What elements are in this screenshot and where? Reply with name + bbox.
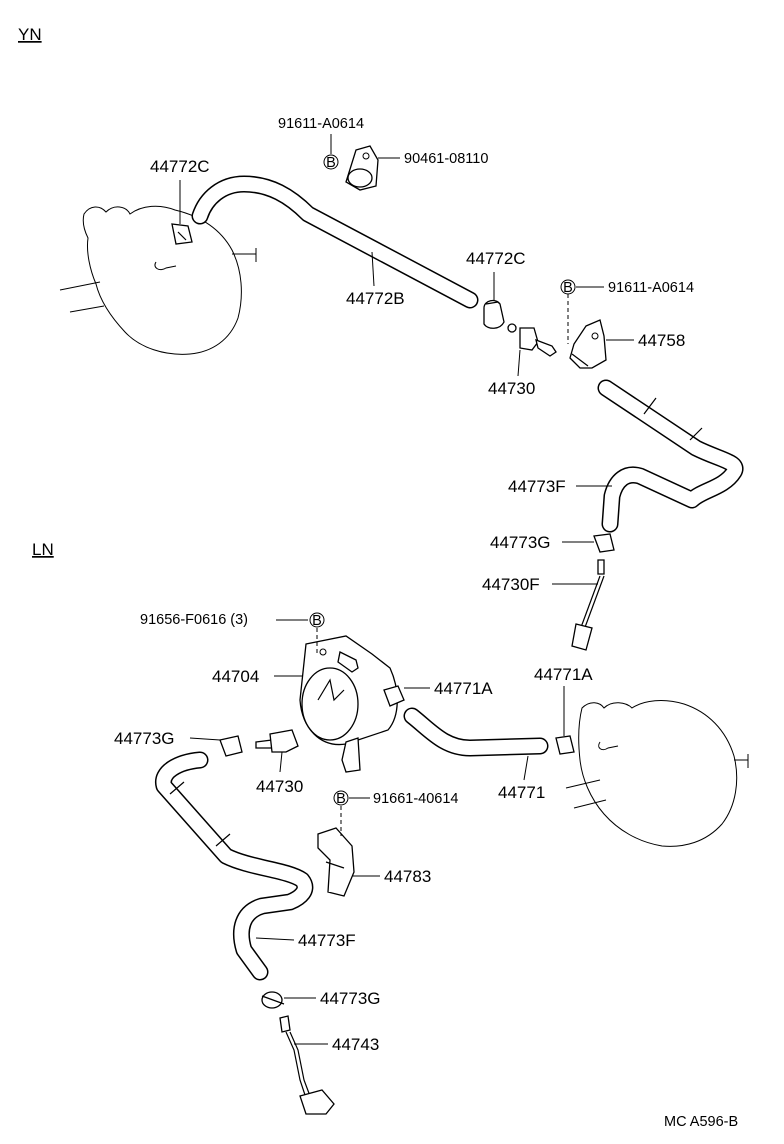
label-44772b: 44772B	[346, 289, 405, 308]
label-91611-top: 91611-A0614	[278, 116, 364, 132]
vacuum-hose-44772b	[191, 175, 479, 309]
diagram-code: MC A596-B	[664, 1114, 738, 1130]
label-90461: 90461-08110	[404, 151, 488, 167]
check-valve-44730-bottom	[255, 729, 299, 753]
label-44730-bottom: 44730	[256, 777, 303, 796]
label-44772c-right: 44772C	[466, 249, 526, 268]
label-44771: 44771	[498, 783, 545, 802]
label-44704: 44704	[212, 667, 259, 686]
label-44730-top: 44730	[488, 379, 535, 398]
bolt-symbol-91611-top: B	[323, 154, 339, 171]
label-44773g-left: 44773G	[114, 729, 175, 748]
hose-44773f-top	[597, 379, 744, 533]
bolt-symbol-91661: B	[333, 790, 349, 807]
label-44758: 44758	[638, 331, 685, 350]
label-44773g-bottom: 44773G	[320, 989, 381, 1008]
label-44783: 44783	[384, 867, 431, 886]
clamp-44773g-left	[219, 735, 243, 757]
label-44771a-right: 44771A	[534, 665, 593, 684]
bolt-symbol-91656: B	[309, 612, 325, 629]
label-44773f-bottom: 44773F	[298, 931, 356, 950]
clamp-44772c-right	[483, 299, 505, 329]
hose-44773f-bottom	[155, 751, 314, 981]
svg-text:B: B	[563, 280, 573, 296]
label-91661: 91661-40614	[373, 791, 458, 807]
clamp-44773g-mid	[593, 533, 615, 553]
bolt-symbol-91611-right: B	[560, 279, 576, 296]
svg-text:B: B	[312, 613, 322, 629]
label-91611-right: 91611-A0614	[608, 280, 694, 296]
bolt-symbol-text: B	[326, 155, 336, 171]
clip-90461-08110	[345, 145, 379, 191]
brake-booster-top	[59, 205, 257, 355]
hose-44771	[403, 707, 549, 757]
check-valve-44730-top	[507, 323, 557, 357]
section-label-ln: LN	[32, 540, 54, 559]
label-44773g-mid: 44773G	[490, 533, 551, 552]
clamp-44773g-bottom	[261, 991, 285, 1009]
brake-booster-bottom	[565, 700, 749, 847]
pipe-44743	[279, 1015, 335, 1115]
label-91656: 91656-F0616 (3)	[140, 612, 248, 628]
label-44771a-left: 44771A	[434, 679, 493, 698]
clamp-44771a-left	[383, 685, 405, 707]
label-44743: 44743	[332, 1035, 379, 1054]
svg-text:B: B	[336, 791, 346, 807]
bracket-44758	[569, 319, 607, 369]
bracket-44783	[317, 827, 355, 897]
clamp-44771a-right	[555, 735, 575, 755]
label-44772c-left: 44772C	[150, 157, 210, 176]
assembly-44704	[299, 635, 398, 773]
labels: 44772C 91611-A0614 90461-08110 44772B 44…	[114, 116, 694, 1054]
section-label-yn: YN	[18, 25, 42, 44]
label-44730f: 44730F	[482, 575, 540, 594]
label-44773f-top: 44773F	[508, 477, 566, 496]
pipe-44730f	[571, 559, 605, 651]
clamp-44772c-left	[171, 223, 193, 245]
